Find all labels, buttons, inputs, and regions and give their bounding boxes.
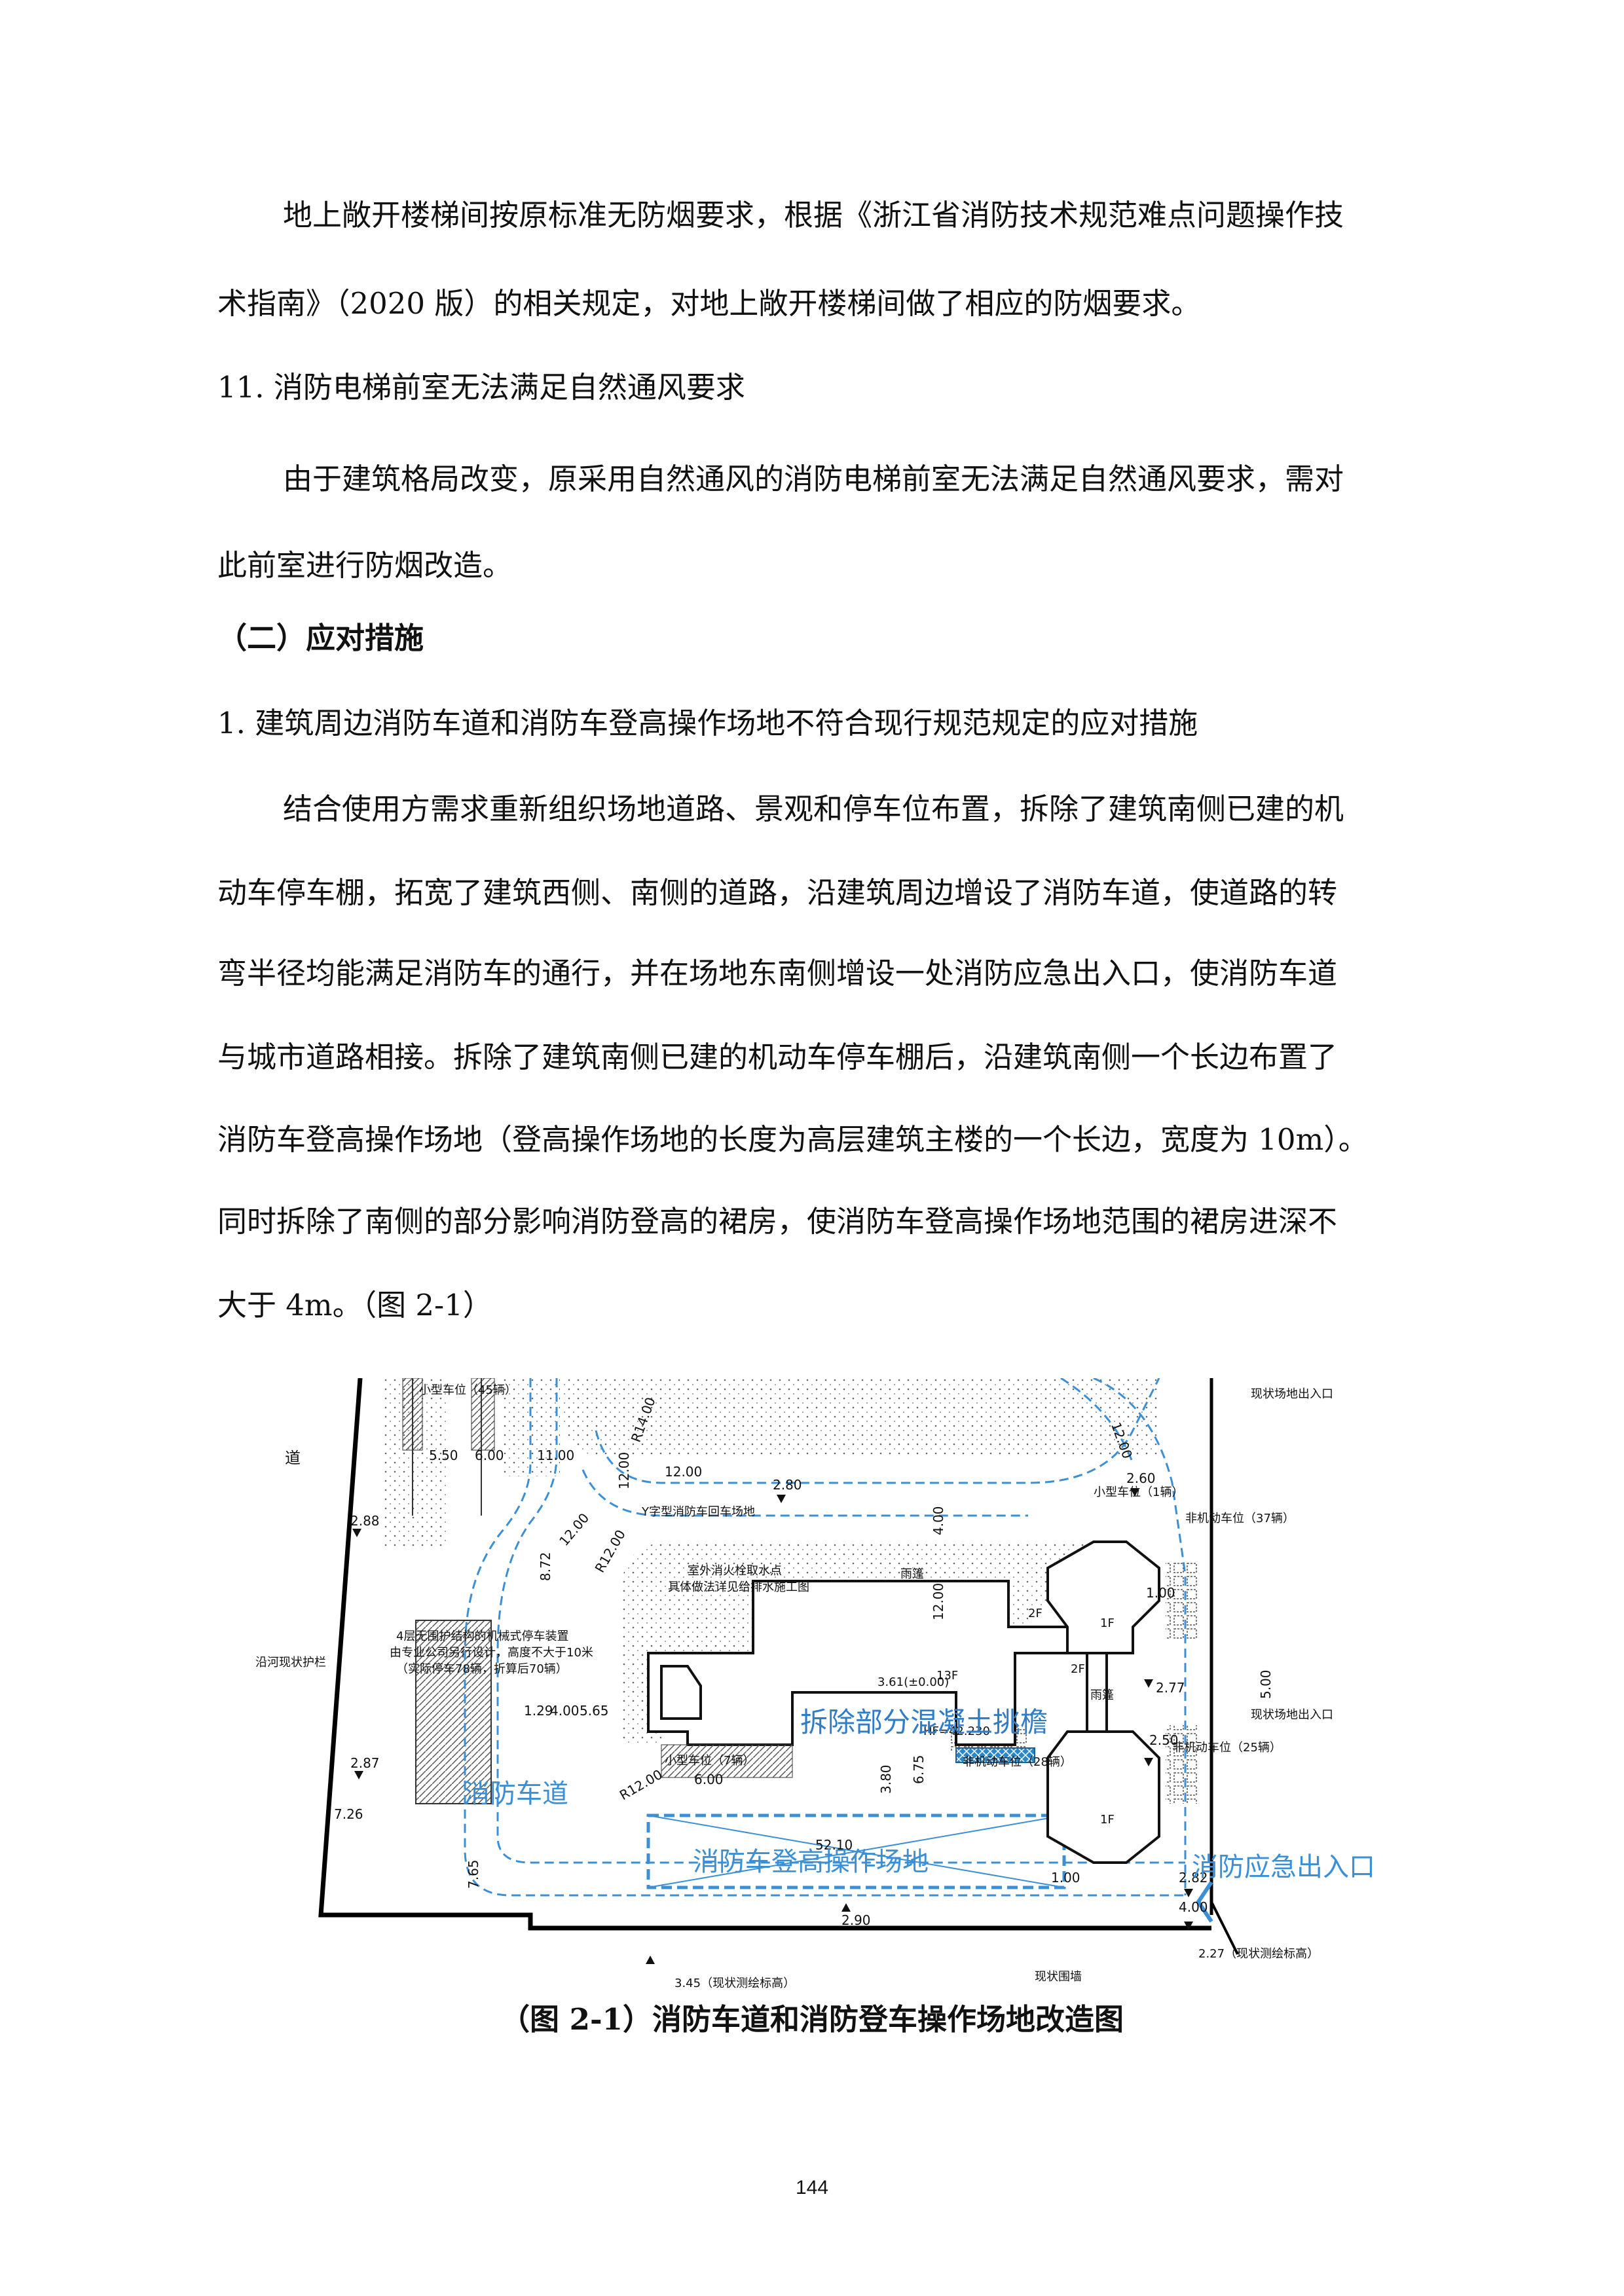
dimension: 12.00: [556, 1510, 592, 1549]
paragraph-line: 弯半径均能满足消防车的通行，并在场地东南侧增设一处消防应急出入口，使消防车道: [217, 956, 1338, 991]
dimension: 12.00: [931, 1583, 946, 1620]
paragraph-line: 动车停车棚，拓宽了建筑西侧、南侧的道路，沿建筑周边增设了消防车道，使道路的转: [217, 875, 1338, 910]
riverside-label: 沿河现状护栏: [255, 1656, 326, 1669]
bike-parking: [1166, 1561, 1198, 1640]
floor-label: 2F: [1028, 1607, 1043, 1620]
item-heading: 1. 建筑周边消防车道和消防车登高操作场地不符合现行规范规定的应对措施: [217, 706, 1198, 740]
site-plan-figure: 道 小型车位（45辆） 现状场地出入口 现状场地出入口 小型车位（1辆） 非机动…: [255, 1377, 1421, 2007]
bike-parking: [1166, 1725, 1198, 1804]
figure-caption: （图 2-1）消防车道和消防登车操作场地改造图: [500, 2002, 1124, 2037]
dimension: R12.00: [617, 1766, 665, 1803]
bike-label: 非机动车位（37辆）: [1185, 1512, 1295, 1525]
dimension: 6.75: [911, 1755, 927, 1784]
dimension: 5.50: [429, 1448, 458, 1463]
small-parking-bottom: [661, 1744, 793, 1778]
parking-label: 小型车位（1辆）: [1094, 1485, 1183, 1499]
dimension: 12.00: [616, 1452, 632, 1489]
mechanical-parking: [415, 1620, 492, 1804]
dimension: 5.00: [1258, 1669, 1274, 1699]
mech-parking-label: 由专业公司另行设计，高度不大于10米: [390, 1646, 593, 1660]
hydrant-label: 具体做法详见给排水施工图: [668, 1580, 809, 1594]
site-boundary: [318, 1377, 1211, 1931]
surveyed-level: 2.27（现状测绘标高）: [1198, 1947, 1319, 1961]
dimension: 2.60: [1126, 1470, 1156, 1486]
dimension: 2.87: [350, 1755, 380, 1771]
canopy-label: 雨篷: [1090, 1688, 1114, 1702]
dimension: 3.80: [878, 1764, 894, 1794]
dimension: 7.26: [334, 1806, 363, 1822]
dimension: 12.00: [665, 1464, 702, 1480]
site-boundary: [1210, 1901, 1239, 1955]
dimension: 8.72: [538, 1552, 553, 1581]
dimension: 6.00: [694, 1772, 724, 1787]
emergency-exit-label: 消防应急出入口: [1192, 1852, 1375, 1882]
dimension: 11.00: [537, 1448, 574, 1463]
landscape-area: [563, 1378, 1159, 1457]
climb-operation-area: [646, 1813, 1066, 1889]
bike-label: 非机动车位（28辆）: [963, 1755, 1072, 1769]
canopy-label: 雨篷: [900, 1567, 924, 1581]
paragraph-line: 此前室进行防烟改造。: [217, 548, 513, 583]
dimension: 2.82: [1179, 1870, 1208, 1886]
climb-area-diagonal: [648, 1815, 1065, 1888]
paragraph-line: 由于建筑格局改变，原采用自然通风的消防电梯前室无法满足自然通风要求，需对: [283, 462, 1344, 496]
dimensions: 5.50 6.00 11.00 12.00 2.88 2.80 2.60 2.7…: [334, 1395, 1274, 1928]
dimension: 2.77: [1156, 1680, 1185, 1696]
surveyed-level: 3.45（现状测绘标高）: [674, 1977, 795, 1990]
dimension: R12.00: [592, 1527, 629, 1576]
paragraph-line: 术指南》（2020 版）的相关规定，对地上敞开楼梯间做了相应的防烟要求。: [217, 286, 1201, 321]
paragraph-line: 地上敞开楼梯间按原标准无防烟要求，根据《浙江省消防技术规范难点问题操作技: [283, 198, 1344, 232]
mech-parking-label: 4层无围护结构的机械式停车装置: [396, 1630, 568, 1643]
fire-lane-label: 消防车道: [464, 1779, 568, 1809]
dimension: 1.00: [1051, 1870, 1080, 1886]
hydrant-label: 室外消火栓取水点: [688, 1564, 782, 1578]
section-heading: （二）应对措施: [217, 621, 424, 655]
parking-label: 小型车位（7辆）: [665, 1754, 754, 1768]
dimension: 5.65: [580, 1703, 609, 1719]
fire-lane-lines: [464, 1377, 1187, 1897]
floor-label: 1F: [1100, 1813, 1115, 1827]
site-plan-svg: 道 小型车位（45辆） 现状场地出入口 现状场地出入口 小型车位（1辆） 非机动…: [255, 1377, 1375, 1990]
wall-label: 现状围墙: [1035, 1970, 1082, 1984]
dimension: 4.00: [931, 1506, 946, 1535]
dimension: 2.88: [350, 1513, 380, 1529]
demolish-label: 拆除部分混凝土挑檐: [800, 1706, 1048, 1738]
turning-area-label: Y字型消防车回车场地: [641, 1505, 755, 1519]
elevation-label: 3.61(±0.00): [877, 1675, 949, 1689]
paragraph-line: 消防车登高操作场地（登高操作场地的长度为高层建筑主楼的一个长边，宽度为 10m）…: [217, 1122, 1368, 1157]
height-label: HF=42.230: [923, 1724, 990, 1738]
current-exit-label: 现状场地出入口: [1251, 1708, 1333, 1722]
main-building: [647, 1540, 1160, 1864]
dimension: 7.65: [466, 1859, 481, 1889]
dimension: 2.90: [841, 1912, 871, 1928]
current-exit-label: 现状场地出入口: [1251, 1387, 1333, 1401]
paragraph-line: 结合使用方需求重新组织场地道路、景观和停车位布置，拆除了建筑南侧已建的机: [283, 792, 1344, 826]
item-heading: 11. 消防电梯前室无法满足自然通风要求: [217, 370, 745, 405]
emergency-exit-arrow: [1196, 1881, 1213, 1923]
dimension: 52.10: [815, 1837, 853, 1853]
floor-label: 1F: [1100, 1616, 1115, 1630]
paragraph-line: 大于 4m。（图 2-1）: [217, 1288, 492, 1322]
page-number: 144: [795, 2177, 829, 2198]
floor-label: 13F: [936, 1669, 958, 1683]
demolished-canopy-mark: [955, 1747, 1035, 1763]
mech-parking-label: （实际停车78辆，折算后70辆）: [396, 1662, 568, 1676]
dimension: 2.80: [773, 1477, 802, 1493]
dimension: 4.00: [550, 1703, 580, 1719]
bike-label: 非机动车位（25辆）: [1172, 1741, 1282, 1755]
paragraph-line: 同时拆除了南侧的部分影响消防登高的裙房，使消防车登高操作场地范围的裙房进深不: [217, 1204, 1338, 1239]
dimension: 6.00: [475, 1448, 504, 1463]
parking-rows: [402, 1377, 495, 1516]
floor-label: 2F: [1071, 1662, 1085, 1676]
dimension: 4.00: [1179, 1899, 1208, 1915]
dimension: 1.00: [1146, 1585, 1175, 1601]
level-markers: [352, 1488, 1193, 1964]
dimension: 1.29: [524, 1703, 553, 1719]
road-label: 道: [285, 1449, 301, 1467]
parking-label: 小型车位（45辆）: [419, 1383, 517, 1397]
dimension: 2.50: [1149, 1732, 1179, 1748]
climb-area-label: 消防车登高操作场地: [693, 1847, 929, 1877]
paragraph-line: 与城市道路相接。拆除了建筑南侧已建的机动车停车棚后，沿建筑南侧一个长边布置了: [217, 1040, 1338, 1074]
